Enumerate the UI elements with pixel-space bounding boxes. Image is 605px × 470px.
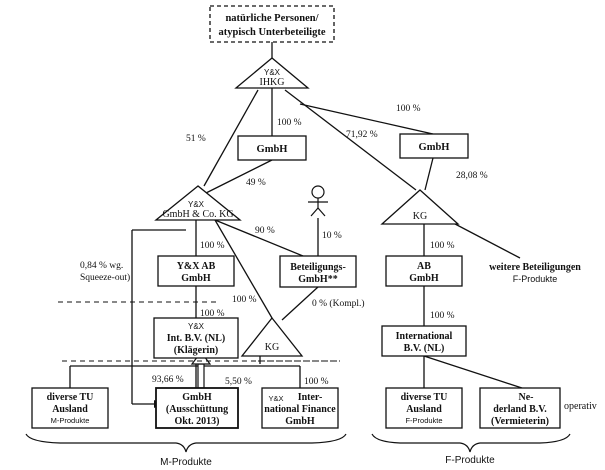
diverse-tu-right-sub: F-Produkte: [405, 416, 442, 425]
label-intbv-finance: 100 %: [304, 377, 329, 387]
kg-right-label: KG: [413, 211, 427, 222]
node-ab-gmbh-right: AB GmbH: [385, 255, 463, 287]
dashed-separators: [58, 301, 340, 362]
group-label-m-produkte: M-Produkte: [160, 457, 212, 468]
intl-finance-line-1: Inter-: [298, 392, 323, 403]
node-weitere-beteiligungen: weitere Beteiligungen F-Produkte: [489, 262, 581, 284]
label-operativ: operativ: [564, 401, 597, 412]
weitere-line-2: F-Produkte: [513, 274, 558, 284]
yx-ab-line-2: GmbH: [181, 273, 211, 284]
label-person-beteiligungs: 10 %: [322, 231, 342, 241]
node-diverse-tu-right: diverse TU Ausland F-Produkte: [385, 387, 463, 429]
node-gmbh-left: GmbH: [237, 135, 307, 161]
int-bv-line-2: (Klägerin): [174, 345, 218, 356]
label-gmbhcokg-kgmid: 100 %: [232, 295, 257, 305]
gmbh-bottom-line-1: GmbH: [182, 392, 212, 403]
gmbh-co-kg-label: GmbH & Co. KG: [162, 209, 233, 220]
node-international-finance: Y&X Inter- national Finance GmbH: [261, 387, 339, 429]
ab-right-line-1: AB: [417, 261, 431, 272]
node-gmbh-co-kg: Y&X GmbH & Co. KG: [154, 185, 242, 221]
nederland-line-2: derland B.V.: [493, 404, 547, 415]
ihkg-label: IHKG: [260, 77, 285, 88]
diverse-tu-left-sub: M-Produkte: [51, 416, 90, 425]
group-brace-left: [25, 433, 347, 453]
node-diverse-tu-left: diverse TU Ausland M-Produkte: [31, 387, 109, 429]
node-yx-ab-gmbh: Y&X AB GmbH: [157, 255, 235, 287]
label-kgmid-gmbh-bottom: 5,50 %: [225, 377, 252, 387]
node-international-bv: International B.V. (NL): [381, 325, 467, 357]
label-beteiligungs-kgmid: 0 % (Kompl.): [312, 298, 365, 309]
label-squeeze-out-2: Squeeze-out): [80, 272, 130, 283]
node-int-bv-nl: Y&X Int. B.V. (NL) (Klägerin): [153, 317, 239, 359]
kg-mid-label: KG: [265, 342, 279, 353]
label-gmbh-left-gmbhcokg: 49 %: [246, 178, 266, 188]
node-top-owner: natürliche Personen/ atypisch Unterbetei…: [209, 5, 335, 43]
intl-finance-line-3: GmbH: [285, 416, 315, 427]
label-ihkg-gmbh-left: 100 %: [277, 118, 302, 128]
node-kg-mid: KG: [240, 316, 304, 357]
label-yxab-intbv: 100 %: [200, 309, 225, 319]
diverse-tu-right-line-2: Ausland: [406, 404, 442, 415]
nederland-line-1: Ne-: [519, 392, 534, 403]
gmbh-bottom-line-3: Okt. 2013): [175, 416, 220, 427]
diverse-tu-left-line-1: diverse TU: [47, 392, 94, 403]
gmbh-co-kg-prefix: Y&X: [188, 200, 205, 209]
nederland-line-3: (Vermieterin): [491, 416, 549, 427]
weitere-line-1: weitere Beteiligungen: [489, 262, 581, 273]
gmbh-right-label: GmbH: [419, 142, 450, 153]
label-ab-intl: 100 %: [430, 311, 455, 321]
group-label-f-produkte: F-Produkte: [445, 455, 495, 466]
label-gmbhcokg-beteiligungs: 90 %: [255, 226, 275, 236]
label-gmbhcokg-yxab: 100 %: [200, 241, 225, 251]
node-gmbh-ausschuettung: GmbH (Ausschüttung Okt. 2013): [155, 387, 239, 429]
label-gmbh-right-kg-right: 28,08 %: [456, 171, 488, 181]
diverse-tu-left-line-2: Ausland: [52, 404, 88, 415]
int-bv-prefix: Y&X: [188, 322, 205, 331]
node-kg-right: KG: [380, 189, 460, 225]
node-beteiligungs-gmbh: Beteiligungs- GmbH**: [279, 255, 357, 288]
node-nederland-bv: Ne- derland B.V. (Vermieterin): [479, 387, 561, 429]
ab-right-line-2: GmbH: [409, 273, 439, 284]
node-gmbh-right: GmbH: [399, 133, 469, 159]
label-squeeze-out-1: 0,84 % wg.: [80, 261, 123, 271]
label-ihkg-kg-right: 71,92 %: [346, 130, 378, 140]
top-owner-line-2: atypisch Unterbeteiligte: [218, 27, 325, 38]
ihkg-prefix: Y&X: [264, 68, 281, 77]
intl-finance-prefix: Y&X: [268, 394, 283, 403]
gmbh-bottom-line-2: (Ausschüttung: [166, 404, 228, 415]
diverse-tu-right-line-1: diverse TU: [401, 392, 448, 403]
international-bv-line-2: B.V. (NL): [404, 343, 445, 354]
intl-finance-line-2: national Finance: [264, 404, 336, 415]
yx-ab-line-1: Y&X AB: [177, 261, 216, 272]
person-icon: [308, 185, 328, 217]
gmbh-left-label: GmbH: [257, 144, 288, 155]
international-bv-line-1: International: [396, 331, 453, 342]
label-ihkg-gmbhcokg: 51 %: [186, 134, 206, 144]
edge-labels: 100 % 100 % 71,92 % 51 % 49 % 28,08 % 0,…: [80, 104, 488, 387]
node-ihkg: Y&X IHKG: [234, 57, 310, 89]
beteiligungs-line-2: GmbH**: [298, 274, 337, 285]
label-gmbh-bottom-share: 93,66 %: [152, 375, 184, 385]
beteiligungs-line-1: Beteiligungs-: [290, 262, 346, 273]
top-owner-line-1: natürliche Personen/: [225, 13, 319, 24]
group-brace-right: [371, 433, 571, 453]
label-kg-ab: 100 %: [430, 241, 455, 251]
label-ihkg-gmbh-right: 100 %: [396, 104, 421, 114]
int-bv-line-1: Int. B.V. (NL): [167, 333, 225, 344]
